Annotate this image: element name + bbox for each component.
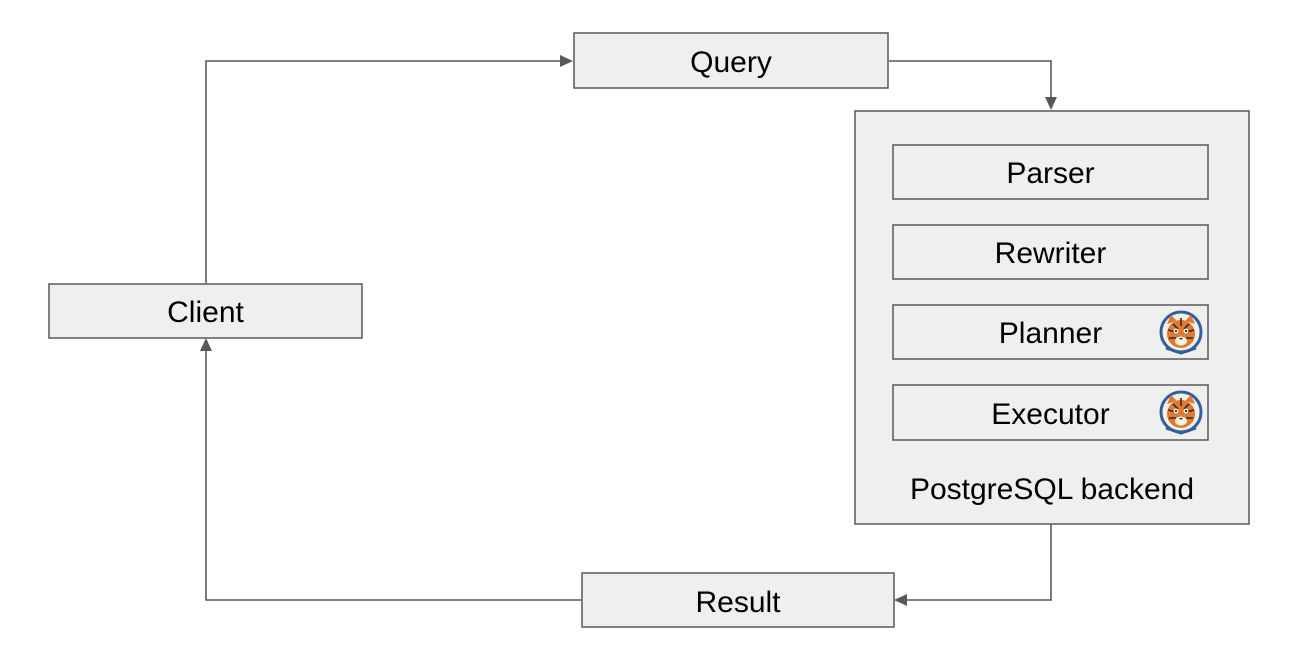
tiger-mascot-icon [1159,310,1203,355]
result-label: Result [695,586,781,619]
executor-node: Executor [892,384,1209,441]
query-label: Query [690,46,772,79]
arrowhead-into-client [200,338,212,351]
connector-backend-to-result [906,524,1052,601]
planner-node: Planner [892,304,1209,360]
backend-label: PostgreSQL backend [910,473,1194,506]
planner-label: Planner [999,317,1102,350]
tiger-mascot-icon [1159,390,1203,435]
connector-query-to-backend [889,60,1052,98]
arrowhead-into-backend [1045,97,1057,110]
client-node: Client [48,283,363,339]
executor-label: Executor [991,398,1109,431]
connector-client-to-query [205,60,562,283]
rewriter-label: Rewriter [995,237,1107,270]
connectors [200,55,1057,606]
parser-node: Parser [892,144,1209,200]
backend-container: Parser Rewriter Planner [854,110,1250,525]
query-node: Query [573,32,889,89]
arrowhead-into-query [560,55,573,67]
arrowhead-into-result [894,594,907,606]
connector-result-to-client [205,351,581,601]
parser-label: Parser [1006,157,1094,190]
result-node: Result [581,572,895,628]
rewriter-node: Rewriter [892,224,1209,280]
client-label: Client [167,296,244,329]
